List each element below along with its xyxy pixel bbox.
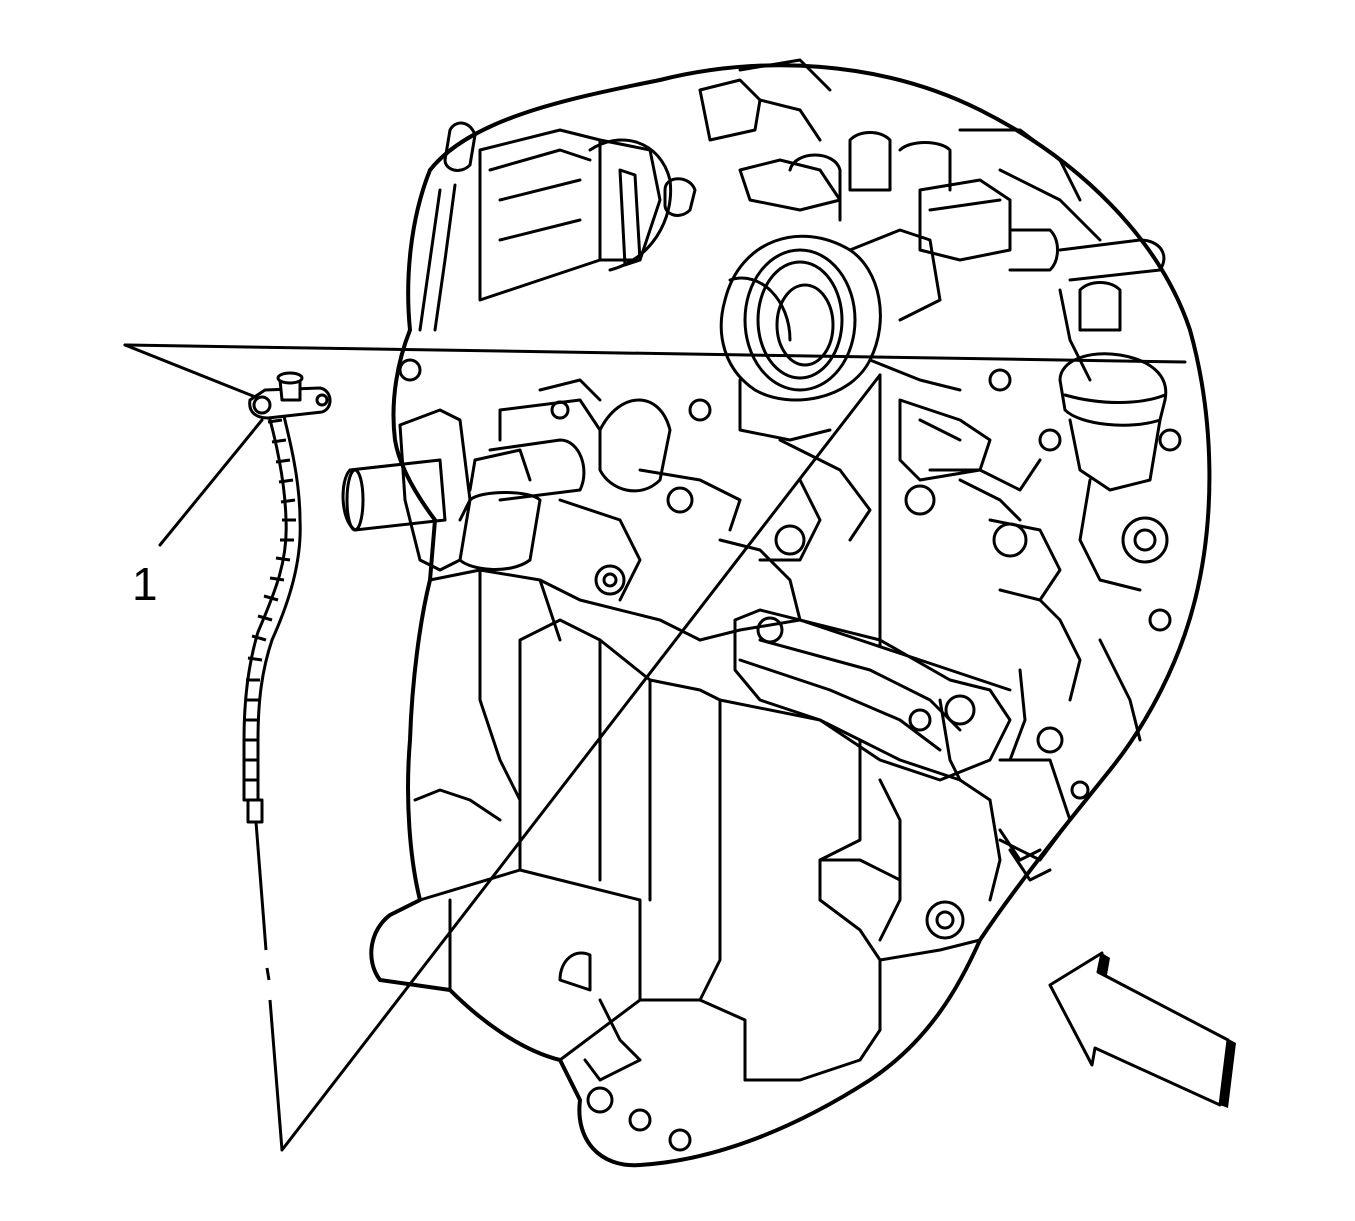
side-cover [733, 608, 1012, 782]
dipstick-tube [242, 371, 332, 824]
engine-assembly [341, 58, 1212, 1168]
view-direction-arrow-icon [1048, 951, 1236, 1108]
dipstick-bracket [248, 386, 332, 420]
installation-centerline [254, 821, 284, 1151]
callout-label-1: 1 [132, 558, 158, 610]
leader-lines [123, 343, 1187, 1152]
oil-pan [418, 868, 642, 1062]
water-outlet-housing [398, 408, 472, 572]
engine-silhouette [369, 63, 1212, 1168]
